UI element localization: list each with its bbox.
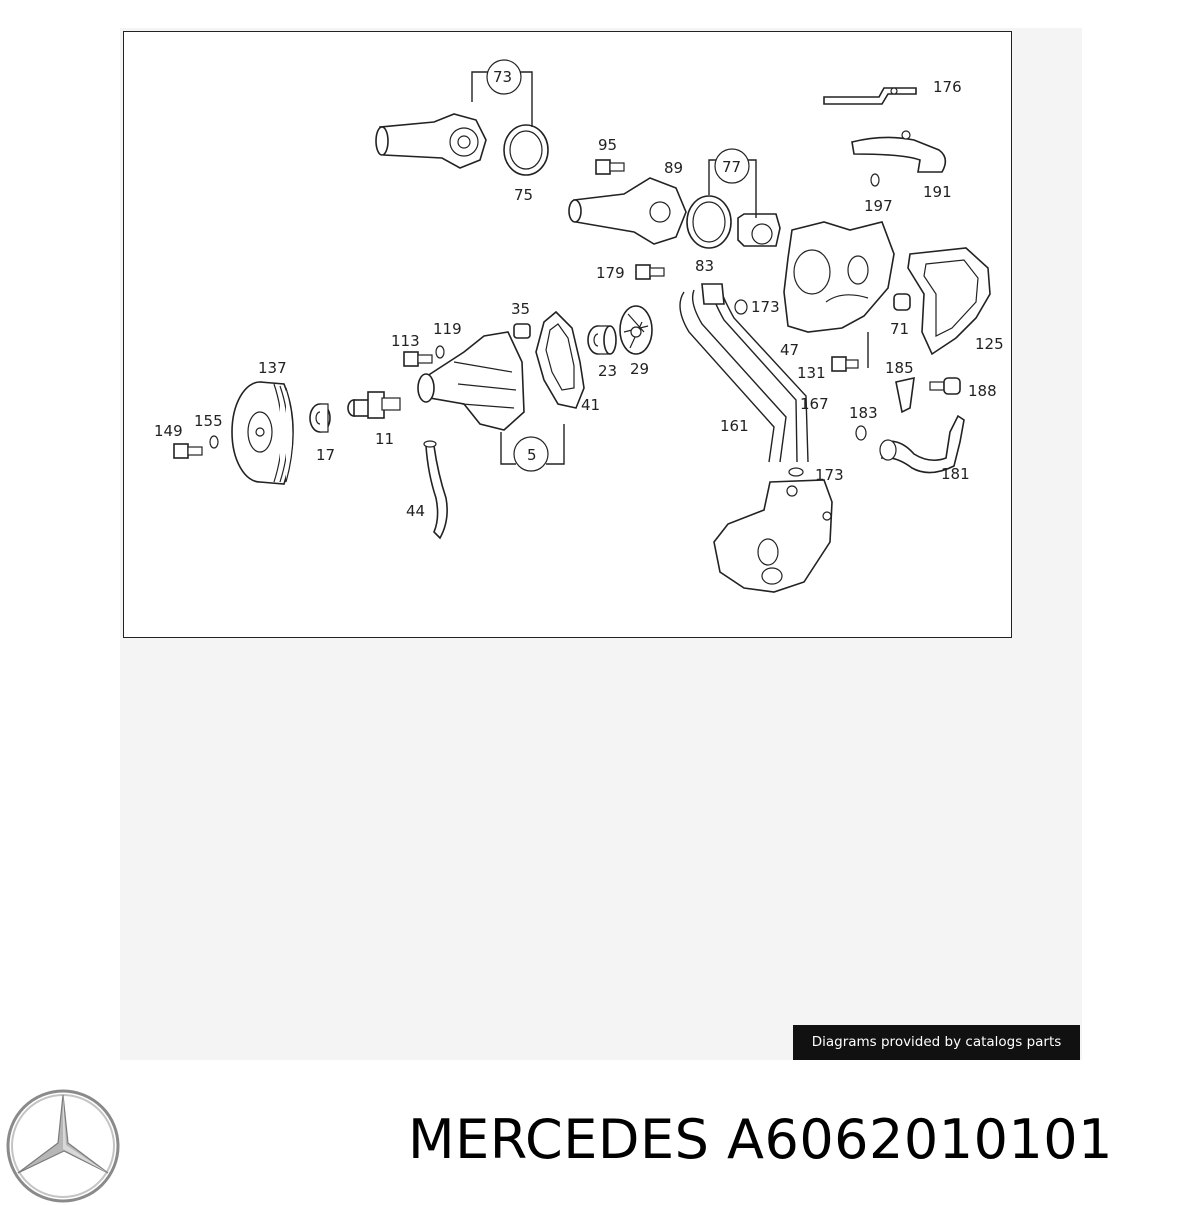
part-73-housing <box>375 113 487 169</box>
part-131-bolt <box>831 356 859 372</box>
label-155: 155 <box>194 412 223 430</box>
label-167: 167 <box>800 395 829 413</box>
part-183-washer <box>855 425 867 441</box>
label-41: 41 <box>581 396 600 414</box>
label-71: 71 <box>890 320 909 338</box>
label-17: 17 <box>316 446 335 464</box>
label-119: 119 <box>433 320 462 338</box>
label-188: 188 <box>968 382 997 400</box>
part-35-bushing <box>513 323 531 339</box>
label-197: 197 <box>864 197 893 215</box>
part-179-bolt <box>635 264 665 280</box>
part-185-bracket <box>895 376 915 414</box>
label-75: 75 <box>514 186 533 204</box>
label-176: 176 <box>933 78 962 96</box>
label-181: 181 <box>941 465 970 483</box>
part-119-washer <box>435 345 445 359</box>
part-41-gasket <box>535 310 585 409</box>
mercedes-star-logo <box>6 1089 120 1203</box>
label-113: 113 <box>391 332 420 350</box>
label-95: 95 <box>598 136 617 154</box>
part-75-oring <box>503 124 549 176</box>
label-185: 185 <box>885 359 914 377</box>
part-173-seal-bottom <box>788 467 804 477</box>
part-176-bracket <box>823 87 917 105</box>
part-95-bolt <box>595 159 625 175</box>
part-number: A6062010101 <box>727 1108 1114 1171</box>
part-77-thermostat <box>737 213 781 247</box>
part-17-hub <box>309 403 331 433</box>
label-5: 5 <box>527 446 537 464</box>
label-131: 131 <box>797 364 826 382</box>
label-191: 191 <box>923 183 952 201</box>
part-title: MERCEDES A6062010101 <box>408 1108 1113 1171</box>
part-89-elbow <box>568 177 687 245</box>
part-188-bolt <box>929 377 961 395</box>
label-183: 183 <box>849 404 878 422</box>
part-23-bearing <box>587 325 617 355</box>
label-173-top: 173 <box>751 298 780 316</box>
label-89: 89 <box>664 159 683 177</box>
label-149: 149 <box>154 422 183 440</box>
callout-labels: 73 75 95 89 77 83 176 191 197 179 173 35… <box>154 68 1004 520</box>
part-71-plug <box>893 293 911 311</box>
parts-diagram: 73 75 95 89 77 83 176 191 197 179 173 35… <box>123 31 1012 638</box>
label-11: 11 <box>375 430 394 448</box>
part-181-hose <box>879 414 965 474</box>
label-137: 137 <box>258 359 287 377</box>
label-125: 125 <box>975 335 1004 353</box>
label-44: 44 <box>406 502 425 520</box>
credit-badge: Diagrams provided by catalogs parts <box>793 1025 1080 1060</box>
part-155-washer <box>209 435 219 449</box>
part-137-pulley <box>231 381 294 485</box>
part-161-pipes <box>679 283 809 463</box>
brand-name: MERCEDES <box>408 1108 710 1171</box>
part-44-hose <box>423 440 448 540</box>
part-11-shaft <box>347 391 401 419</box>
part-83-oring <box>686 195 732 249</box>
label-23: 23 <box>598 362 617 380</box>
part-173-seal-top <box>734 299 748 315</box>
part-197-washer <box>870 173 880 187</box>
part-191-pipe <box>851 130 947 173</box>
label-35: 35 <box>511 300 530 318</box>
label-73: 73 <box>493 68 512 86</box>
label-83: 83 <box>695 257 714 275</box>
label-179: 179 <box>596 264 625 282</box>
label-29: 29 <box>630 360 649 378</box>
label-77: 77 <box>722 158 741 176</box>
part-5-pump-body <box>417 331 525 431</box>
label-47: 47 <box>780 341 799 359</box>
label-173-bottom: 173 <box>815 466 844 484</box>
part-distribution-block <box>713 479 833 593</box>
part-47-pump-housing <box>783 221 895 333</box>
part-29-impeller <box>619 305 653 355</box>
label-161: 161 <box>720 417 749 435</box>
part-149-bolt <box>173 443 203 459</box>
part-125-gasket <box>907 247 991 356</box>
part-113-bolt <box>403 351 433 367</box>
